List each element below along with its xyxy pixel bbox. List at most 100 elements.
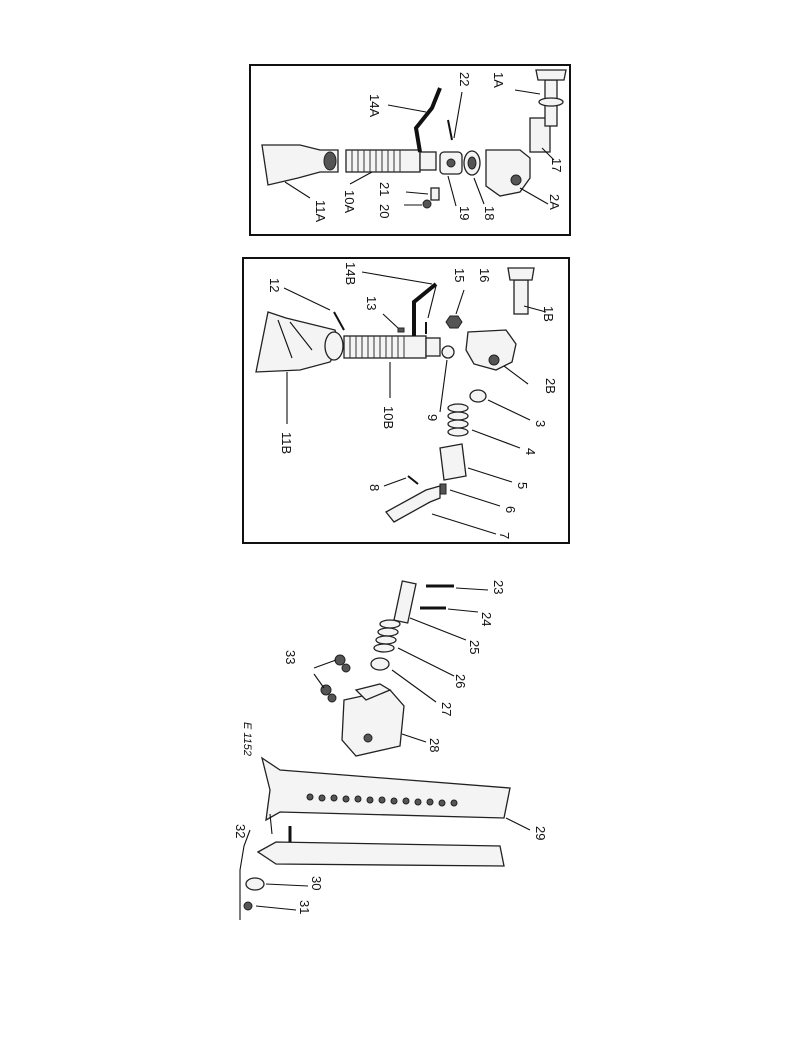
callout-13: 13 — [364, 296, 379, 310]
part-6-clip — [439, 483, 447, 495]
callout-3: 3 — [533, 420, 548, 427]
panel-top-frame — [249, 64, 571, 236]
part-11a-bore — [323, 151, 337, 171]
callout-23: 23 — [491, 580, 506, 594]
leader-31 — [255, 905, 297, 911]
leader-14a — [387, 104, 427, 113]
leader-1b — [523, 305, 547, 313]
lower-group: 23 24 25 26 27 28 29 30 31 32 33 E 1152 — [233, 580, 548, 920]
callout-20: 20 — [377, 204, 392, 218]
part-22-pin — [447, 119, 453, 141]
callout-15: 15 — [452, 268, 467, 282]
part-18-nut-bore — [467, 156, 477, 170]
part-10a-threads — [351, 150, 401, 172]
leader-8 — [383, 477, 407, 487]
leader-32b — [269, 813, 273, 835]
leader-3 — [487, 399, 531, 421]
leader-11a — [284, 181, 311, 199]
part-14a-handle — [413, 87, 442, 153]
leader-12 — [283, 287, 331, 311]
part-2a-head — [485, 149, 531, 197]
leader-4 — [471, 429, 521, 449]
part-27-plate — [354, 683, 392, 701]
leader-18 — [473, 177, 485, 205]
panel-top: 11A 10A 21 20 19 18 2A 17 1A 22 14A — [249, 64, 571, 236]
part-1b-bolt — [513, 279, 529, 315]
callout-21: 21 — [377, 182, 392, 196]
part-20-ball — [422, 199, 432, 209]
part-25-spring — [373, 619, 401, 653]
part-4-spring — [447, 403, 469, 437]
callout-17: 17 — [549, 158, 564, 172]
part-1b-head — [507, 267, 535, 281]
part-14b-handle — [412, 282, 438, 336]
callout-1b: 1B — [541, 306, 556, 322]
part-10a-shank — [419, 151, 437, 171]
leader-23 — [455, 587, 489, 591]
callout-12: 12 — [267, 278, 282, 292]
part-10a-screw — [345, 149, 421, 173]
callout-16: 16 — [477, 268, 492, 282]
leader-27 — [391, 669, 437, 703]
part-7-handle — [385, 485, 441, 523]
leader-19 — [447, 175, 457, 207]
part-9-ball — [441, 345, 455, 359]
callout-14b: 14B — [343, 262, 358, 285]
part-32-arm — [256, 841, 505, 867]
callout-28: 28 — [427, 738, 442, 752]
leader-30 — [265, 883, 309, 887]
leader-24 — [447, 608, 479, 613]
part-2a-hole — [510, 174, 522, 186]
leader-33a — [313, 659, 337, 669]
leader-22 — [453, 91, 463, 139]
part-29-holes — [306, 793, 458, 807]
leader-25 — [409, 617, 467, 641]
leader-10a — [349, 171, 373, 185]
leader-5 — [467, 467, 513, 483]
part-5-block — [439, 443, 467, 481]
leader-21 — [405, 191, 429, 195]
leader-26 — [397, 647, 455, 677]
part-33-bolts — [320, 654, 351, 703]
callout-5: 5 — [515, 482, 530, 489]
leader-13 — [382, 313, 399, 329]
leader-29 — [505, 817, 531, 831]
callout-29: 29 — [533, 826, 548, 840]
part-29-beam — [260, 756, 511, 822]
part-1a-washer — [538, 97, 564, 107]
leader-9 — [439, 359, 448, 413]
part-19-hole — [446, 158, 456, 168]
part-8-pin — [407, 475, 419, 485]
leader-16 — [455, 289, 465, 315]
callout-11a: 11A — [313, 200, 328, 222]
callout-9: 9 — [425, 414, 440, 421]
leader-14b — [361, 271, 433, 285]
part-11a-housing — [261, 144, 339, 186]
part-28-bracket — [341, 689, 405, 757]
part-28-hole — [363, 733, 373, 743]
callout-31: 31 — [297, 900, 312, 914]
part-30-washer — [245, 877, 265, 891]
leader-33b — [313, 673, 325, 689]
callout-32: 32 — [233, 824, 248, 838]
part-3-ring — [469, 389, 487, 403]
callout-11b: 11B — [279, 432, 294, 454]
callout-2b: 2B — [543, 378, 558, 394]
part-13-key — [397, 327, 405, 333]
part-10b-shank — [425, 337, 441, 357]
callout-26: 26 — [453, 674, 468, 688]
callout-2a: 2A — [547, 194, 562, 210]
part-2b-hole — [488, 354, 500, 366]
part-31-pin — [243, 901, 253, 911]
leader-1a — [514, 89, 541, 95]
callout-30: 30 — [309, 876, 324, 890]
leader-15 — [427, 285, 437, 319]
callout-8: 8 — [367, 484, 382, 491]
callout-14a: 14A — [367, 94, 382, 117]
leader-6 — [449, 489, 501, 507]
leader-17 — [541, 147, 555, 161]
figure-code: E 1152 — [241, 722, 253, 756]
part-11b-boss — [324, 331, 344, 361]
callout-33: 33 — [283, 650, 298, 664]
